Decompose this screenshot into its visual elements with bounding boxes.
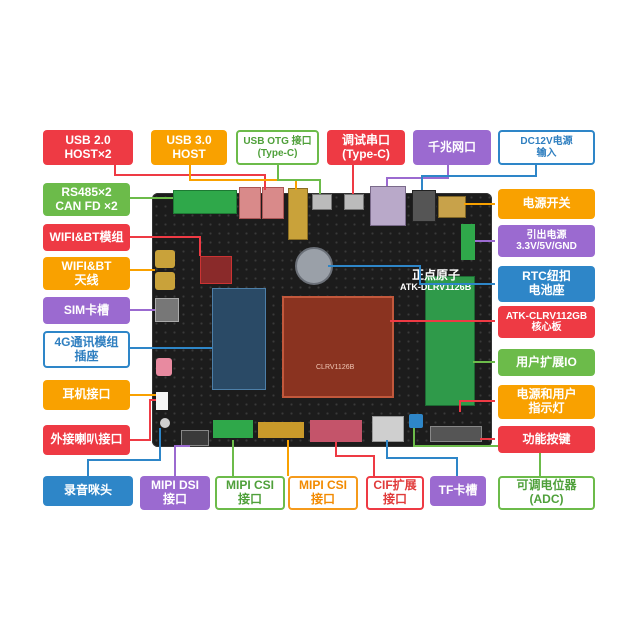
mipi-csi-connector-2 — [258, 422, 304, 438]
label-mipi-csi-2: MIPI CSI 接口 — [288, 476, 358, 510]
usb2-port-2 — [262, 187, 284, 219]
rs485-terminal — [173, 190, 237, 214]
user-io-header — [425, 276, 475, 406]
board-model: ATK-DLRV1126B — [400, 282, 472, 292]
power-pins — [461, 224, 475, 260]
label-gigabit-ethernet: 千兆网口 — [413, 130, 491, 165]
wifi-antenna-1 — [155, 250, 175, 268]
label-speaker: 外接喇叭接口 — [43, 425, 130, 455]
dc-jack — [412, 190, 436, 222]
label-power-output: 引出电源 3.3V/5V/GND — [498, 225, 595, 257]
usb-otg-port — [312, 194, 332, 210]
label-rtc-battery: RTC纽扣 电池座 — [498, 266, 595, 302]
label-usb30: USB 3.0 HOST — [151, 130, 227, 165]
label-dc12v-input: DC12V电源 输入 — [498, 130, 595, 165]
board-brand: 正点原子 — [412, 268, 461, 282]
rtc-battery — [295, 247, 333, 285]
usb2-port-1 — [239, 187, 261, 219]
core-chip-label: CLRV1126B — [316, 364, 355, 371]
cif-connector — [310, 420, 362, 442]
ethernet-port — [370, 186, 406, 226]
label-power-switch: 电源开关 — [498, 189, 595, 219]
earphone-jack — [156, 358, 172, 376]
mipi-dsi-connector — [181, 430, 209, 446]
label-wifi-bt-module: WIFI&BT模组 — [43, 224, 130, 251]
label-core-board: ATK-CLRV112GB 核心板 — [498, 306, 595, 338]
label-earphone: 耳机接口 — [43, 380, 130, 410]
label-mipi-csi-1: MIPI CSI 接口 — [215, 476, 285, 510]
adc-potentiometer — [409, 414, 423, 428]
wifi-antenna-2 — [155, 272, 175, 290]
mic — [160, 418, 170, 428]
label-microphone: 录音咪头 — [43, 476, 133, 506]
speaker-connector — [156, 392, 168, 410]
label-sim-slot: SIM卡槽 — [43, 297, 130, 324]
label-tf-slot: TF卡槽 — [430, 476, 486, 506]
power-switch — [438, 196, 466, 218]
sim-slot — [155, 298, 179, 322]
core-board — [282, 296, 394, 398]
label-cif-expansion: CIF扩展 接口 — [366, 476, 424, 510]
mipi-csi-connector-1 — [213, 420, 253, 438]
label-wifi-bt-antenna: WIFI&BT 天线 — [43, 257, 130, 290]
debug-usb-port — [344, 194, 364, 210]
4g-module-socket — [212, 288, 266, 390]
label-function-keys: 功能按键 — [498, 426, 595, 453]
label-adc-potentiometer: 可调电位器 (ADC) — [498, 476, 595, 510]
label-leds: 电源和用户 指示灯 — [498, 385, 595, 419]
usb3-port — [288, 188, 308, 240]
label-debug-serial: 调试串口 (Type-C) — [327, 130, 405, 165]
function-keys — [430, 426, 482, 442]
label-4g-module-socket: 4G通讯模组 插座 — [43, 331, 130, 368]
wifi-module — [200, 256, 232, 284]
label-usb20: USB 2.0 HOST×2 — [43, 130, 133, 165]
label-usb-otg: USB OTG 接口 (Type-C) — [236, 130, 319, 165]
label-mipi-dsi: MIPI DSI 接口 — [140, 476, 210, 510]
label-user-io: 用户扩展IO — [498, 349, 595, 376]
label-rs485-canfd: RS485×2 CAN FD ×2 — [43, 183, 130, 216]
